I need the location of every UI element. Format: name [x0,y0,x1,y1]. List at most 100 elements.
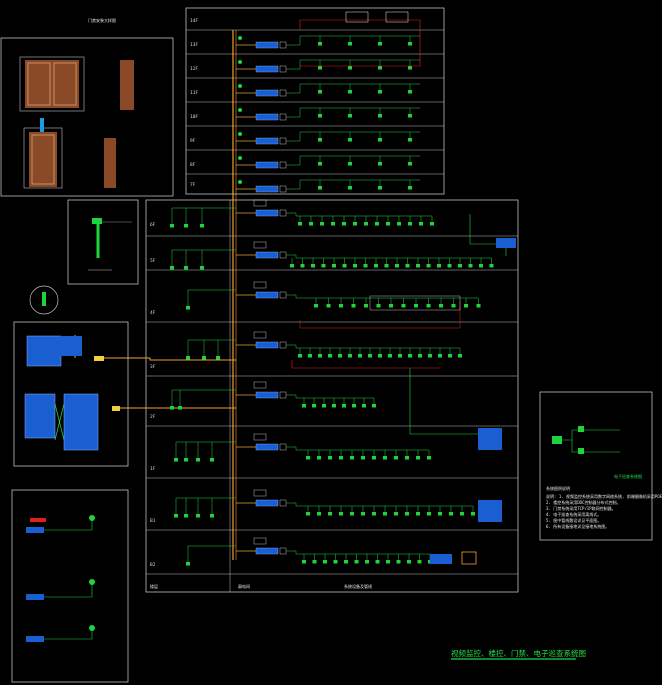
camera-device [449,512,453,516]
camera-device [178,406,182,410]
network-switch [255,209,279,217]
top-device-box [345,11,369,23]
dvr-unit [430,554,452,564]
floor-label: 1F [150,466,156,472]
camera-detail-drawing [88,218,132,271]
camera-device [416,264,420,268]
floor-label: 4F [150,310,156,316]
camera-device [339,304,343,308]
camera-device [216,356,220,360]
camera-device [458,264,462,268]
network-switch [255,291,279,299]
controller-box [253,331,267,339]
controller-box [253,381,267,389]
camera-device [342,264,347,268]
controller-box [253,489,267,497]
access-controller [496,238,516,248]
camera-device [328,456,332,460]
lower-floors-panel [145,199,519,593]
camera-device [298,222,302,226]
camera-device [326,304,331,308]
card-reader-icon [40,118,44,132]
legend-line: 4. 电子巡查系统采用离线式。 [546,511,601,517]
camera-device [186,306,190,310]
network-switch [255,443,279,451]
camera-device [451,304,456,308]
camera-device [353,222,357,226]
camera-device [321,264,326,268]
camera-device [430,222,434,226]
camera-device [196,514,200,518]
branch-line [286,131,420,142]
red-loop-line [299,19,421,67]
junction-dot [238,180,242,184]
camera-device [378,90,382,94]
camera-device [365,560,369,564]
patrol-reader-3 [26,636,44,642]
camera-device [408,222,412,226]
camera-device [378,114,382,118]
switch-port-box [279,137,287,145]
camera-device [350,456,354,460]
camera-device [186,562,190,566]
switch-port-box [279,547,287,555]
server-rack-1 [24,393,56,439]
dvr-unit [478,428,502,450]
camera-device [368,354,372,358]
camera-device [427,456,431,460]
camera-device [174,458,178,462]
camera-device [348,186,352,190]
camera-device [318,42,322,46]
controller-box [253,433,267,441]
camera-device [471,512,475,516]
camera-device [383,512,387,516]
camera-device [405,456,409,460]
camera-device [394,456,398,460]
camera-device [210,458,214,462]
switch-box [94,356,104,361]
floor-label: B1 [150,518,156,524]
camera-device [460,512,464,516]
camera-device [354,560,359,564]
camera-device [364,304,368,308]
camera-device [408,90,412,94]
legend-line: 6. 所有设备接地详见接地系统图。 [546,523,609,529]
camera-device [395,264,399,268]
legend-panel [539,391,653,541]
legend-heading: 系统图例说明 [546,485,570,491]
switch-port-box [279,341,287,349]
camera-device [170,406,174,410]
table-header-room: 弱电间 [238,583,250,589]
camera-device [328,354,332,358]
camera-device [318,90,322,94]
camera-device [417,560,422,564]
camera-device [174,514,178,518]
camera-device [361,456,365,460]
camera-device [389,304,393,308]
lower-floor-rows [146,235,518,575]
camera-device [383,456,387,460]
junction-dot [238,132,242,136]
camera-device [364,222,368,226]
upper-floors-panel [185,7,445,195]
camera-device [489,264,494,268]
camera-device [414,304,418,308]
network-switch [255,89,279,97]
control-room-equipment [24,285,120,451]
camera-device [200,266,204,270]
switch-port-box [279,113,287,121]
floor-label: 12F [190,66,198,72]
camera-device [401,304,406,308]
junction-dot [238,36,242,40]
branch-line [286,344,460,349]
camera-device [407,560,411,564]
camera-device [342,404,346,408]
monitor-wall [26,335,62,367]
switch-port-box [279,65,287,73]
red-loop-line [291,360,440,369]
branch-line [409,368,480,435]
table-header-floor: 楼层 [150,583,158,589]
camera-device [333,560,338,564]
floor-label: 2F [150,414,156,420]
camera-device [384,264,389,268]
